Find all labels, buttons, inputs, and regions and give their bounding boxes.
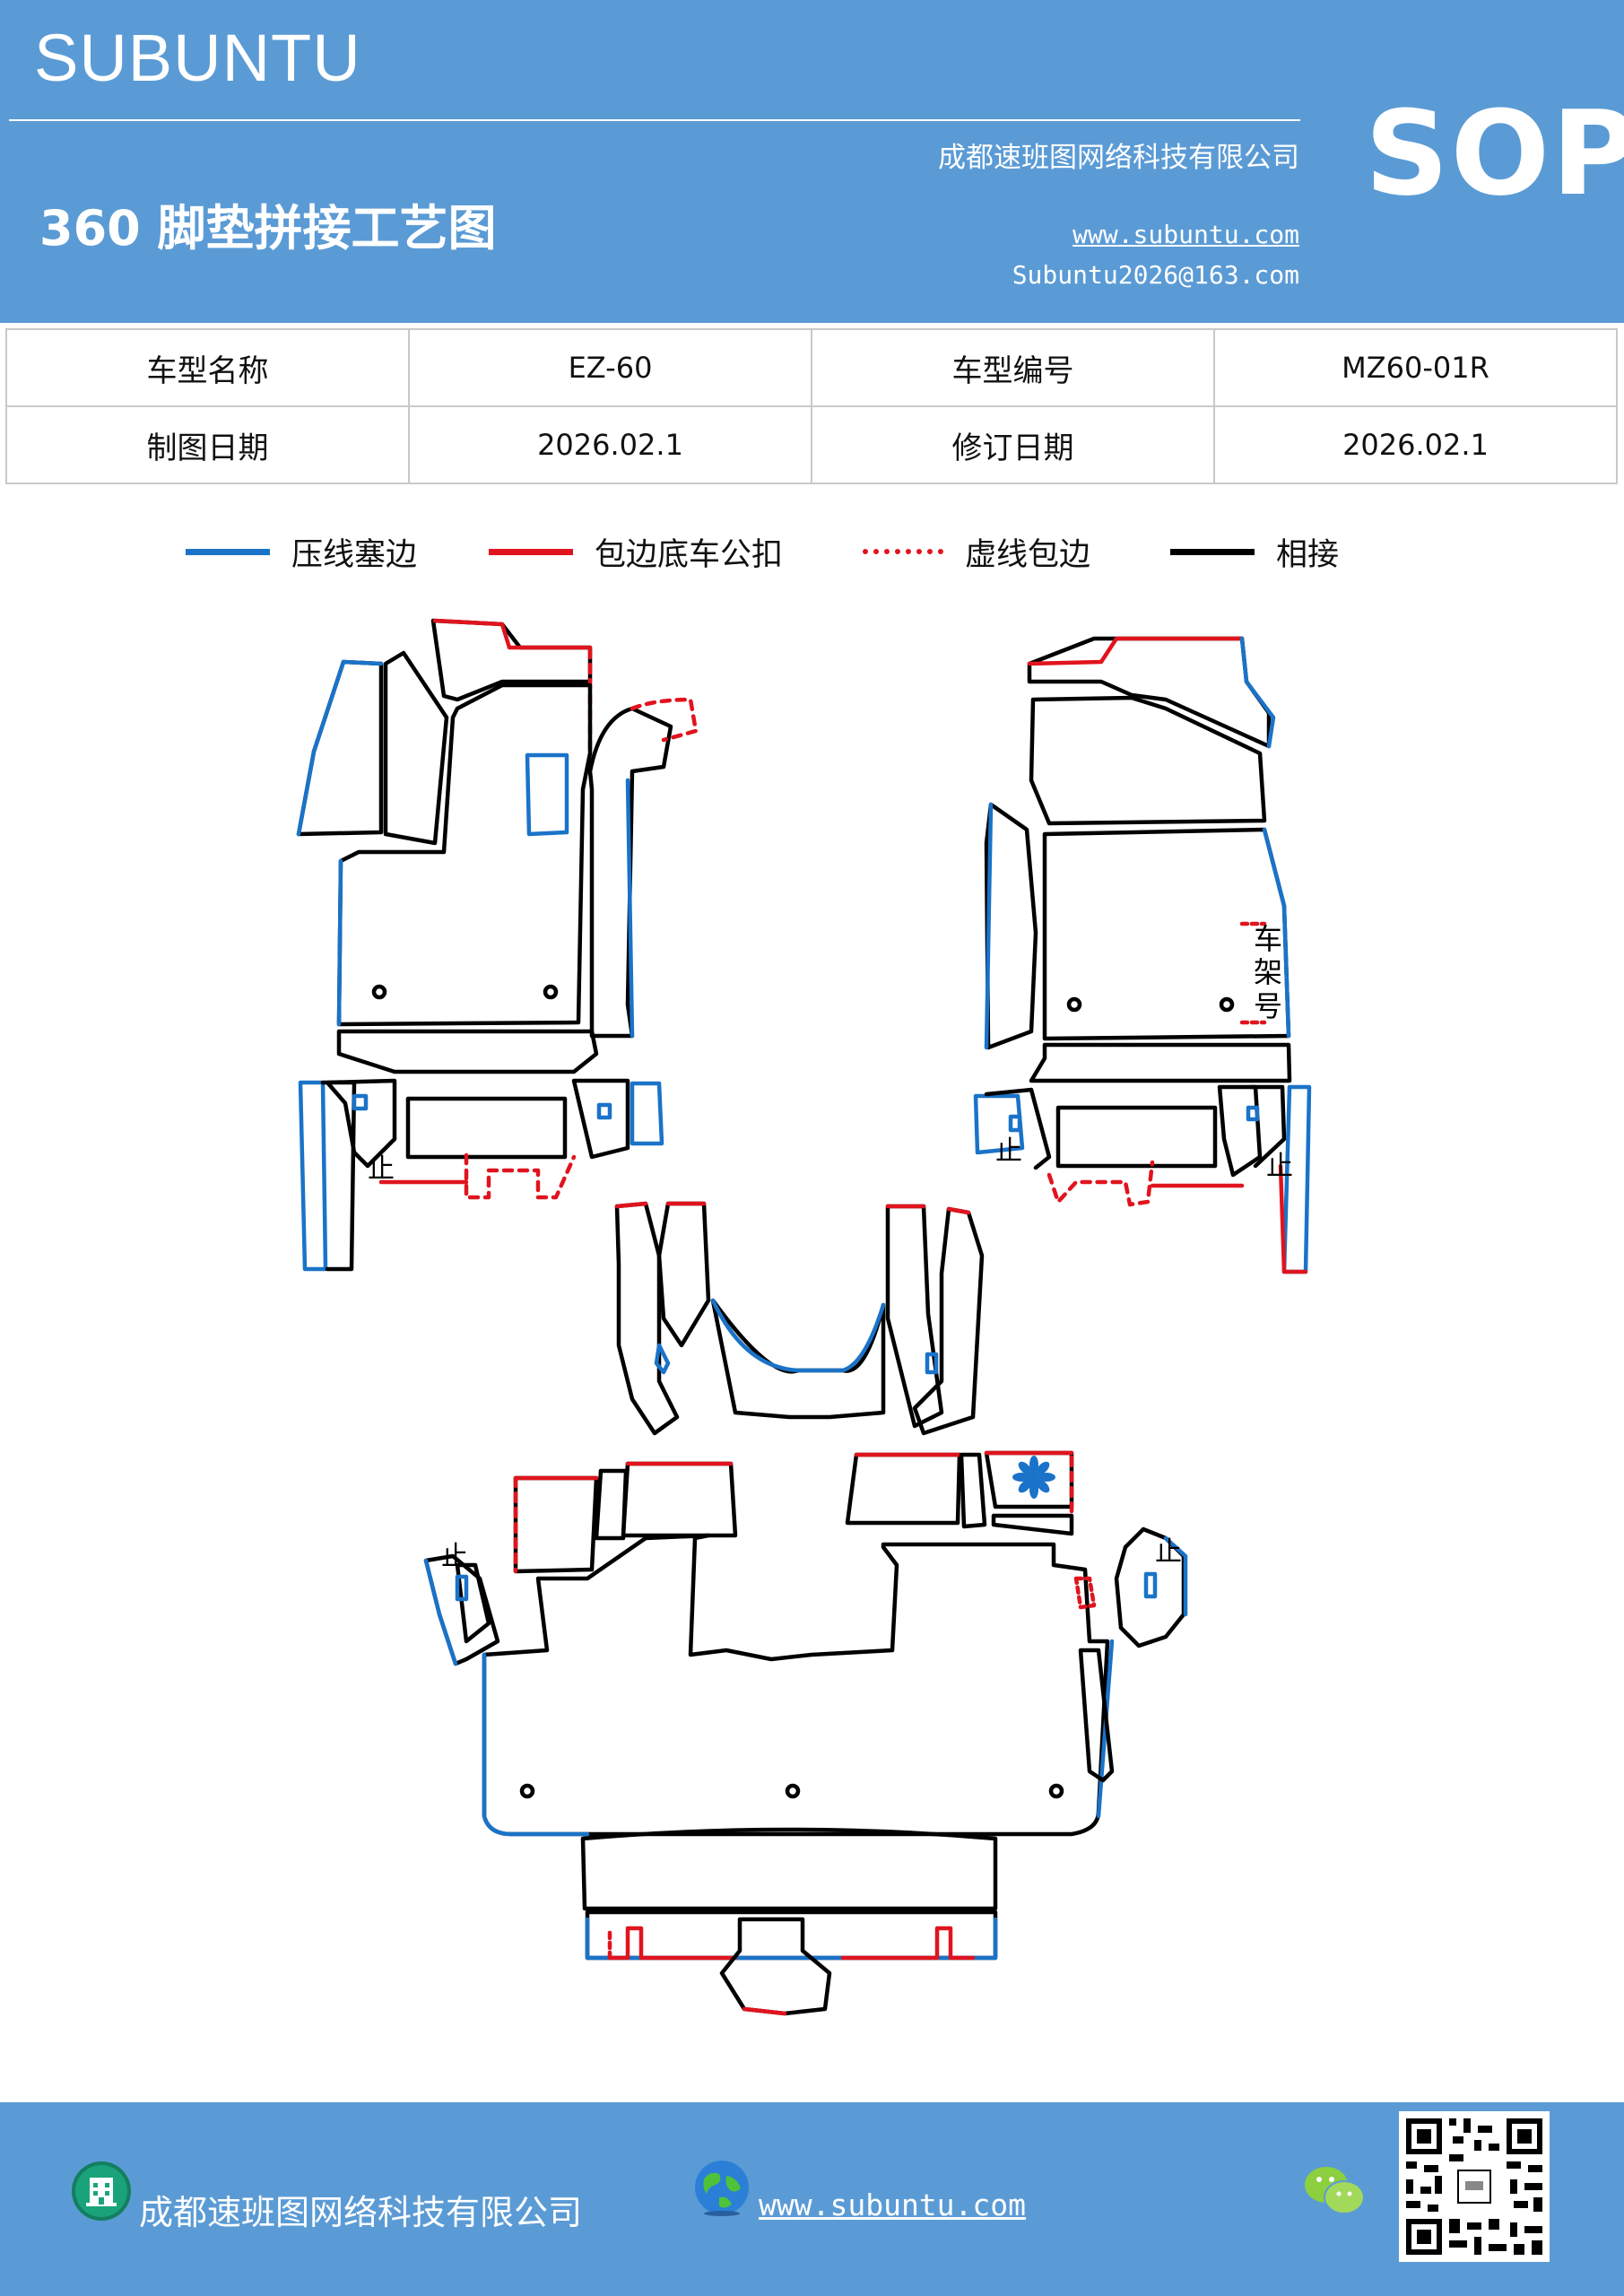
legend-item-red: 包边底车公扣 (489, 525, 783, 578)
legend-swatch-red (489, 548, 573, 555)
footer-company: 成都速班图网络科技有限公司 (139, 2193, 583, 2232)
sop-badge: SOP (1365, 85, 1624, 222)
model-code-label: 车型编号 (811, 328, 1215, 407)
header-banner: SUBUNTU 成都速班图网络科技有限公司 360 脚垫拼接工艺图 www.su… (0, 0, 1624, 323)
revise-date-label: 修订日期 (811, 405, 1215, 484)
header-divider (9, 119, 1300, 121)
vehicle-info-table: 车型名称 EZ-60 车型编号 MZ60-01R 制图日期 2026.02.1 … (5, 328, 1618, 484)
revise-date-value: 2026.02.1 (1213, 405, 1618, 484)
header-company: 成都速班图网络科技有限公司 (938, 142, 1299, 174)
legend-item-black: 相接 (1170, 525, 1339, 578)
globe-icon (695, 2161, 749, 2216)
footer-banner: 成都速班图网络科技有限公司 www.subuntu.com (0, 2102, 1624, 2296)
fan-icon (1012, 1456, 1055, 1499)
right-front-mat: 车 架 号 止 止 (973, 636, 1312, 1274)
stop-mark: 止 (995, 1135, 1022, 1167)
legend-label: 压线塞边 (291, 536, 418, 573)
legend-swatch-black (1170, 548, 1255, 555)
page-title: 360 脚垫拼接工艺图 (39, 200, 497, 257)
wechat-icon[interactable] (1302, 2163, 1367, 2219)
legend-label: 虚线包边 (965, 536, 1091, 573)
rear-mat: 止 止 (423, 1450, 1188, 2016)
legend-swatch-dotted (863, 549, 943, 554)
legend-label: 相接 (1276, 536, 1340, 573)
header-email: Subuntu2026@163.com (1012, 260, 1299, 290)
vin-label-char: 车 (1254, 922, 1282, 956)
legend-label: 包边底车公扣 (595, 536, 784, 573)
brand-name: SUBUNTU (34, 21, 361, 95)
draw-date-value: 2026.02.1 (408, 405, 812, 484)
qr-code (1399, 2111, 1550, 2262)
building-icon (72, 2161, 131, 2221)
legend-swatch-blue (186, 548, 270, 555)
stop-mark: 止 (441, 1541, 468, 1572)
header-website-link[interactable]: www.subuntu.com (1073, 220, 1299, 249)
draw-date-label: 制图日期 (5, 405, 410, 484)
floor-mat-diagram: 止 车 架 号 止 止 (296, 618, 1312, 2016)
vin-label-char: 号 (1254, 989, 1282, 1023)
stop-mark: 止 (1266, 1151, 1293, 1182)
vin-label-char: 架 (1254, 955, 1282, 989)
model-name-label: 车型名称 (5, 328, 410, 407)
edge-legend: 压线塞边 包边底车公扣 虚线包边 相接 (0, 525, 1624, 578)
stop-mark: 止 (1155, 1536, 1182, 1568)
legend-item-blue: 压线塞边 (186, 525, 417, 578)
model-code-value: MZ60-01R (1213, 328, 1618, 407)
model-name-value: EZ-60 (408, 328, 812, 407)
center-tunnel-mat (614, 1201, 985, 1436)
legend-item-dotted: 虚线包边 (863, 525, 1090, 578)
footer-website-link[interactable]: www.subuntu.com (759, 2187, 1027, 2222)
table-row: 车型名称 EZ-60 车型编号 MZ60-01R (5, 328, 1618, 407)
left-front-mat: 止 (296, 618, 699, 1272)
table-row: 制图日期 2026.02.1 修订日期 2026.02.1 (5, 405, 1618, 484)
stop-mark: 止 (368, 1153, 395, 1185)
